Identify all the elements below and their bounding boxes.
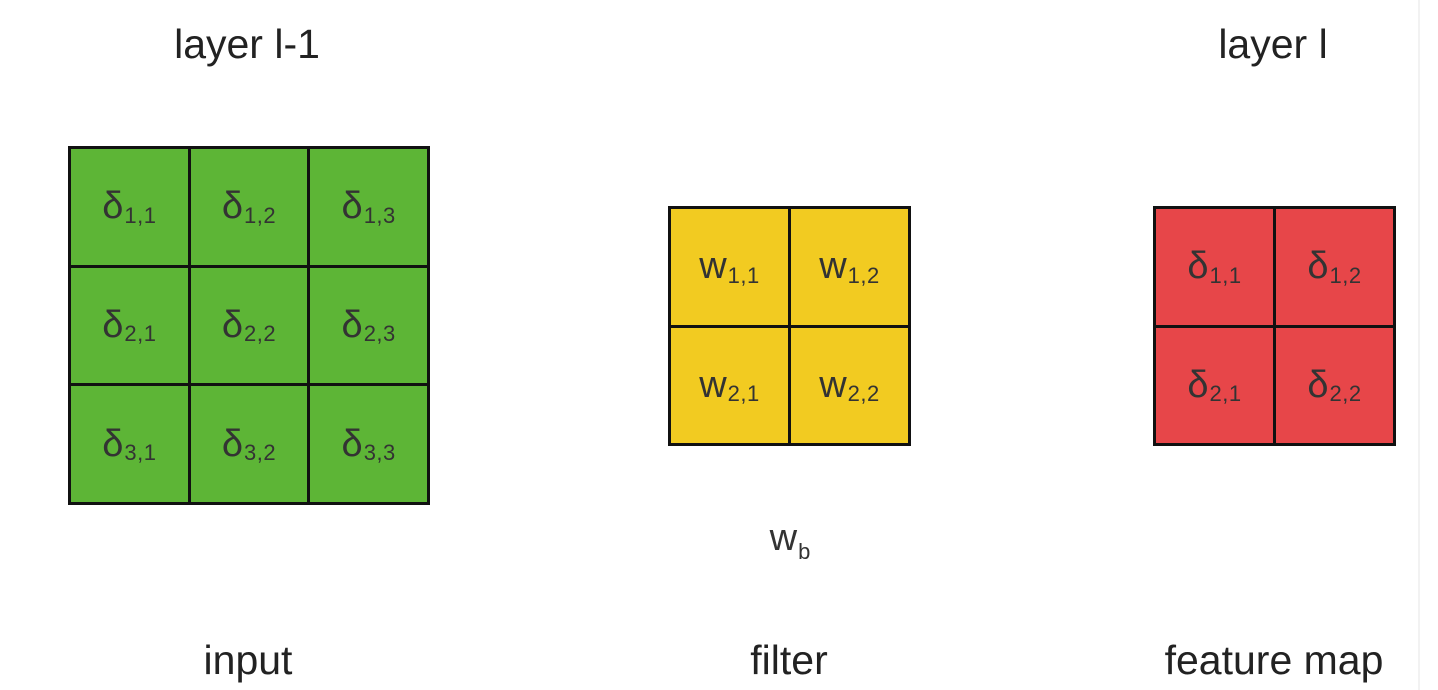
input-caption: input (203, 637, 293, 683)
input-cell-symbol: δ (341, 422, 363, 465)
filter-cell-subscript: 1,2 (847, 262, 880, 288)
input-cell-subscript: 1,2 (244, 202, 277, 228)
filter-cell-subscript: 1,1 (727, 262, 760, 288)
filter-cell-symbol: w (819, 245, 847, 288)
layer-current-title: layer l (1218, 21, 1328, 67)
input-cell-subscript: 1,1 (124, 202, 157, 228)
input-cell-subscript: 3,1 (124, 440, 157, 466)
filter-cell-symbol: w (819, 363, 847, 406)
input-cell-subscript: 1,3 (363, 202, 396, 228)
bias-symbol: w (769, 517, 798, 559)
feature-map-cell-symbol: δ (1307, 245, 1329, 288)
filter-cell-symbol: w (699, 245, 727, 288)
input-cell-subscript: 2,2 (244, 321, 277, 347)
input-cell-symbol: δ (221, 185, 244, 228)
input-cell-symbol: δ (102, 303, 124, 346)
feature-map-cell-subscript: 2,2 (1329, 381, 1362, 407)
right-edge-divider (1418, 0, 1420, 690)
input-cell-symbol: δ (102, 185, 124, 228)
input-cell-symbol: δ (221, 422, 244, 465)
bias-subscript: b (798, 539, 811, 564)
feature-map-cell-subscript: 2,1 (1209, 381, 1242, 407)
input-cell-symbol: δ (221, 303, 244, 346)
feature-map-cell-symbol: δ (1187, 363, 1209, 406)
input-cell-symbol: δ (341, 185, 363, 228)
input-cell-subscript: 3,2 (244, 440, 277, 466)
feature-map-cell-subscript: 1,2 (1329, 262, 1362, 288)
feature-map-caption: feature map (1164, 637, 1384, 683)
input-cell-symbol: δ (341, 303, 363, 346)
filter-cell-subscript: 2,2 (847, 381, 880, 407)
filter-cell-symbol: w (699, 363, 727, 406)
feature-map-cell-subscript: 1,1 (1209, 262, 1242, 288)
input-cell-subscript: 2,1 (124, 321, 157, 347)
bias-weight: wb (769, 517, 811, 564)
filter-caption: filter (750, 637, 828, 683)
filter-cell-subscript: 2,1 (727, 381, 760, 407)
input-cell-subscript: 2,3 (363, 321, 396, 347)
layer-prev-title: layer l-1 (174, 21, 320, 67)
input-cell-symbol: δ (102, 422, 124, 465)
feature-map-cell-symbol: δ (1307, 363, 1329, 406)
feature-map-cell-symbol: δ (1187, 245, 1209, 288)
input-cell-subscript: 3,3 (363, 440, 396, 466)
